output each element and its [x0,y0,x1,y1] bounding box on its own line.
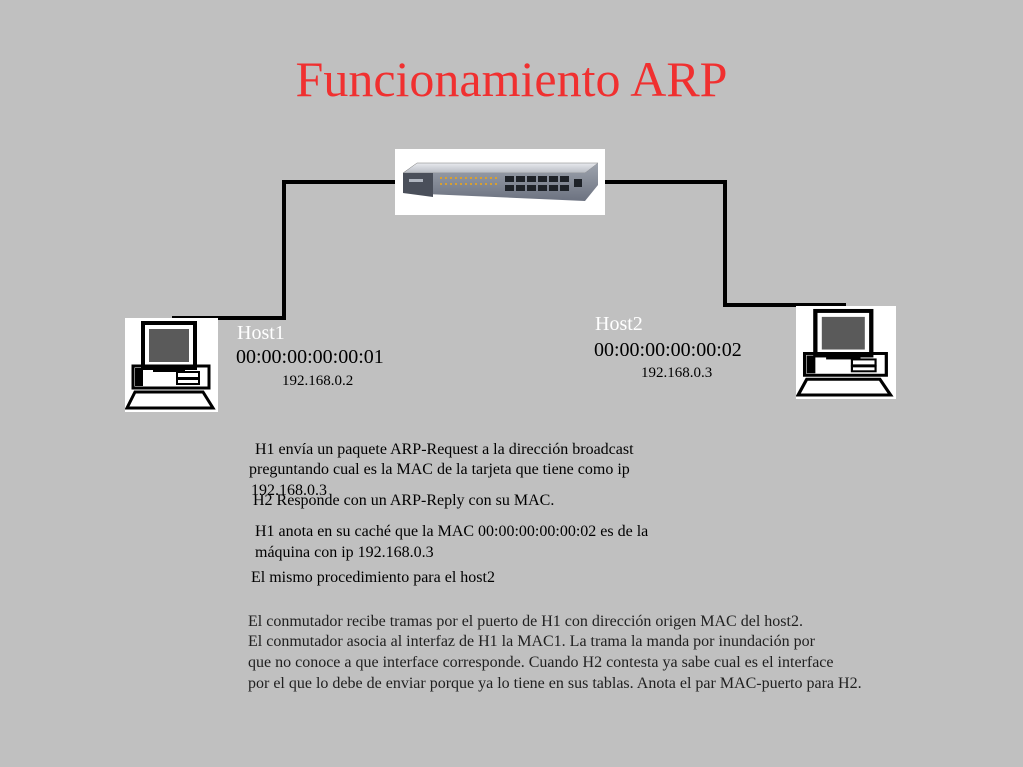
host2-mac: 00:00:00:00:00:02 [594,339,742,361]
link-switch-host2 [605,180,846,307]
step-cache-line2: máquina con ip 192.168.0.3 [255,544,434,561]
switch-note-line: que no conoce a que interface correspond… [248,654,834,671]
step-request-line1: H1 envía un paquete ARP-Request a la dir… [255,441,634,458]
host1-name: Host1 [237,322,285,344]
host2-name: Host2 [595,313,643,335]
desktop-computer-icon [124,321,216,410]
host2-ip: 192.168.0.3 [641,365,713,381]
host1-computer [124,318,218,412]
network-switch-icon [402,162,599,201]
switch-note-line: El conmutador asocia al interfaz de H1 l… [248,633,815,650]
desktop-computer-icon [795,308,894,397]
step-reply: H2 Responde con un ARP-Reply con su MAC. [253,492,555,509]
network-switch [395,149,605,215]
switch-note-line: por el que lo debe de enviar porque ya l… [248,675,862,692]
host1-mac: 00:00:00:00:00:01 [236,346,384,368]
step-cache-line1: H1 anota en su caché que la MAC 00:00:00… [255,523,649,540]
switch-note-line: El conmutador recibe tramas por el puert… [248,613,803,630]
step-request-line2: preguntando cual es la MAC de la tarjeta… [249,461,630,478]
page-title: Funcionamiento ARP [295,51,728,107]
host1-ip: 192.168.0.2 [282,373,354,389]
step-same-procedure: El mismo procedimiento para el host2 [251,569,495,586]
host2-computer [795,306,896,399]
step-request-line3: 192.168.0.3 [251,482,327,499]
link-host1-switch [172,180,395,320]
